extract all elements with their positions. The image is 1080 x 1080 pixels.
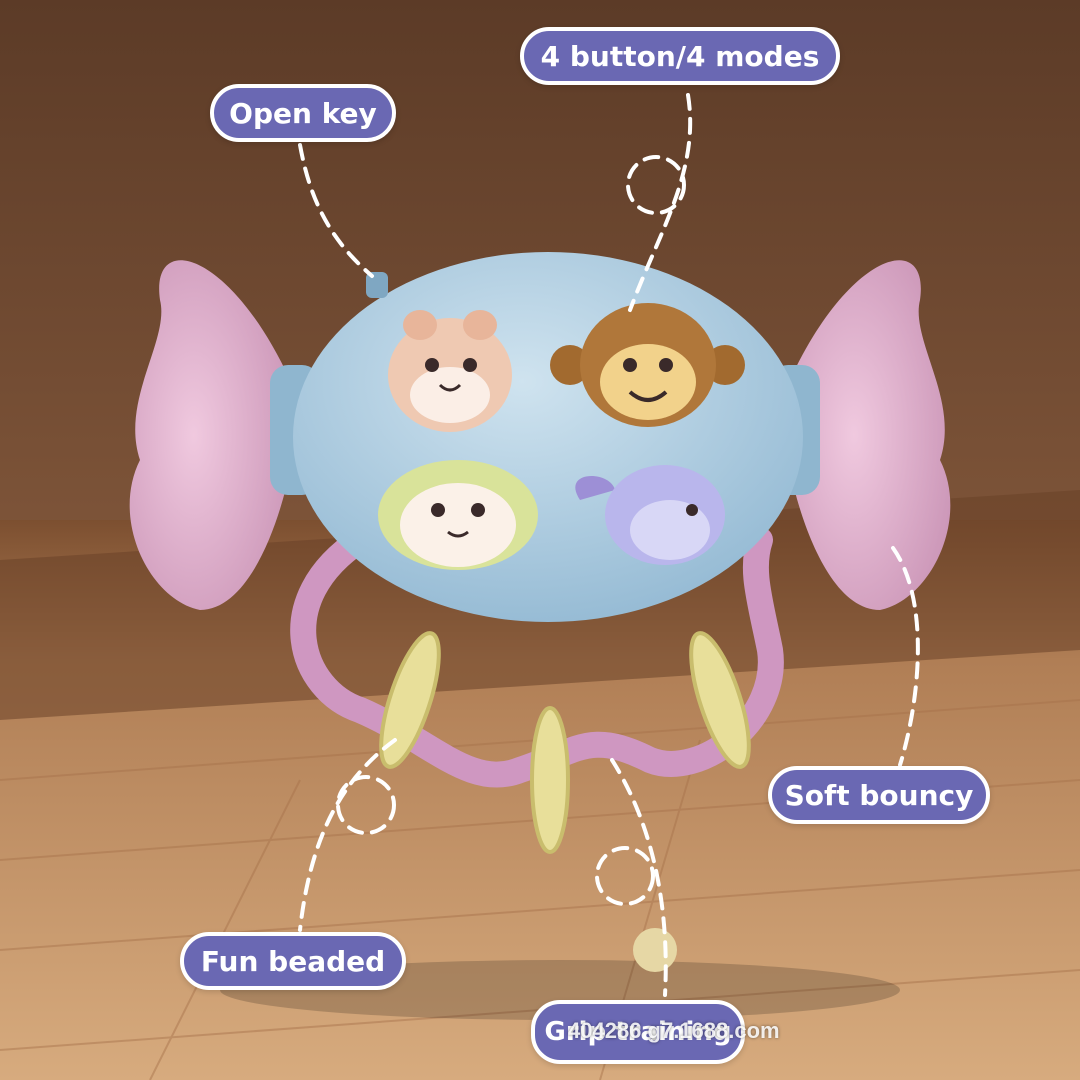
- label-soft-bouncy: Soft bouncy: [768, 766, 990, 824]
- label-4-button-4-modes: 4 button/4 modes: [520, 27, 840, 85]
- label-fun-beaded: Fun beaded: [180, 932, 406, 990]
- watermark-text: 404286 g7.1688.com: [568, 1018, 780, 1043]
- label-open-key: Open key: [210, 84, 396, 142]
- label-grip-training: Grip training: [531, 1000, 745, 1064]
